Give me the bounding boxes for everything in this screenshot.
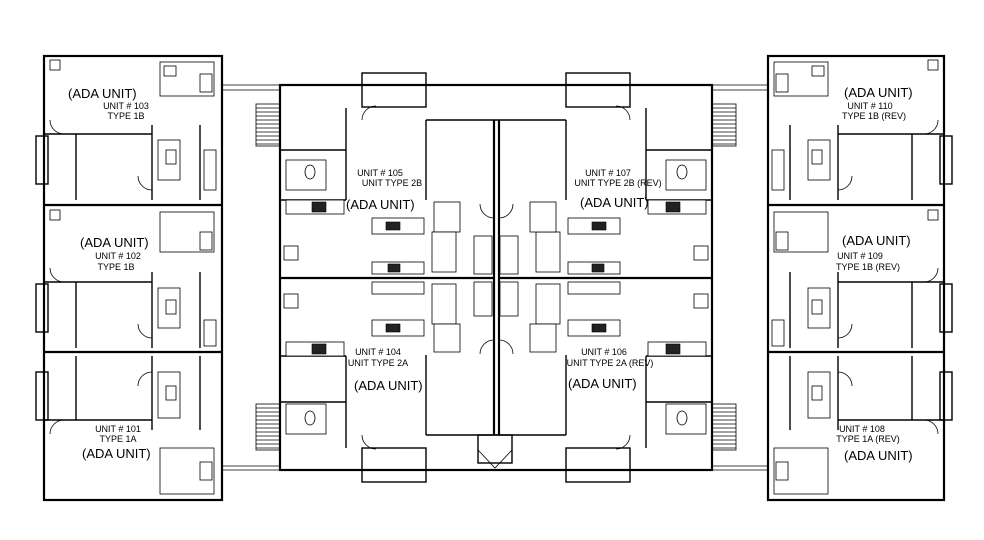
unit-101-label: UNIT # 101 TYPE 1A (ADA UNIT) [82, 424, 151, 461]
unit-106-type: UNIT TYPE 2A (REV) [567, 358, 654, 368]
unit-108-ada: (ADA UNIT) [844, 448, 913, 463]
unit-106-ada: (ADA UNIT) [568, 376, 637, 391]
unit-110-label: (ADA UNIT) UNIT # 110 TYPE 1B (REV) [842, 85, 913, 121]
unit-106-number: UNIT # 106 [581, 347, 627, 357]
unit-101-ada: (ADA UNIT) [82, 446, 151, 461]
unit-106-label: UNIT # 106 UNIT TYPE 2A (REV) (ADA UNIT) [567, 347, 654, 391]
unit-108-type: TYPE 1A (REV) [836, 434, 900, 444]
unit-107-ada: (ADA UNIT) [580, 195, 649, 210]
unit-103-type: TYPE 1B [107, 111, 144, 121]
unit-108-label: UNIT # 108 TYPE 1A (REV) (ADA UNIT) [836, 424, 912, 463]
unit-108-number: UNIT # 108 [839, 424, 885, 434]
center-block [278, 72, 714, 483]
corridor-walls [222, 84, 768, 471]
unit-101-type: TYPE 1A [99, 434, 136, 444]
right-wing [766, 54, 953, 502]
unit-107-label: UNIT # 107 UNIT TYPE 2B (REV) (ADA UNIT) [574, 168, 661, 210]
unit-109-label: (ADA UNIT) UNIT # 109 TYPE 1B (REV) [836, 233, 911, 272]
unit-102-number: UNIT # 102 [95, 251, 141, 261]
unit-101-number: UNIT # 101 [95, 424, 141, 434]
unit-109-number: UNIT # 109 [837, 251, 883, 261]
unit-109-type: TYPE 1B (REV) [836, 262, 900, 272]
unit-102-ada: (ADA UNIT) [80, 235, 149, 250]
unit-103-number: UNIT # 103 [103, 101, 149, 111]
unit-110-number: UNIT # 110 [847, 101, 892, 111]
unit-103-ada: (ADA UNIT) [68, 86, 137, 101]
unit-107-type: UNIT TYPE 2B (REV) [574, 178, 661, 188]
unit-104-label: UNIT # 104 UNIT TYPE 2A (ADA UNIT) [348, 347, 423, 393]
unit-105-type: UNIT TYPE 2B [362, 178, 422, 188]
unit-110-type: TYPE 1B (REV) [842, 111, 906, 121]
unit-105-ada: (ADA UNIT) [346, 197, 415, 212]
unit-104-type: UNIT TYPE 2A [348, 358, 408, 368]
unit-110-ada: (ADA UNIT) [844, 85, 913, 100]
unit-102-label: (ADA UNIT) UNIT # 102 TYPE 1B [80, 235, 149, 272]
left-wing [35, 54, 224, 502]
unit-103-label: (ADA UNIT) UNIT # 103 TYPE 1B [68, 86, 149, 121]
unit-107-number: UNIT # 107 [585, 168, 631, 178]
unit-104-ada: (ADA UNIT) [354, 378, 423, 393]
unit-105-label: UNIT # 105 UNIT TYPE 2B (ADA UNIT) [346, 168, 422, 212]
unit-104-number: UNIT # 104 [355, 347, 401, 357]
unit-102-type: TYPE 1B [97, 262, 134, 272]
unit-105-number: UNIT # 105 [357, 168, 403, 178]
unit-109-ada: (ADA UNIT) [842, 233, 911, 248]
